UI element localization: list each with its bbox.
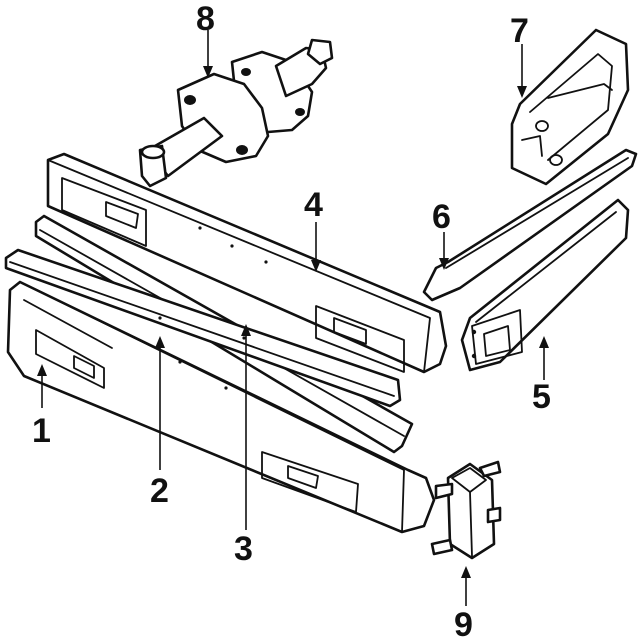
callout-5: 5	[532, 378, 551, 416]
callouts: 1 2 3 4 5 6 7 8 9	[32, 0, 551, 643]
leader-lines	[37, 30, 549, 606]
callout-1: 1	[32, 412, 51, 450]
energy-absorber	[138, 38, 334, 188]
callout-4: 4	[304, 186, 323, 224]
callout-3: 3	[234, 530, 253, 568]
callout-2: 2	[150, 472, 169, 510]
side-molding	[422, 148, 638, 302]
bumper-cover	[6, 280, 436, 534]
reinforcement-bar	[46, 152, 448, 374]
callout-6: 6	[432, 198, 451, 236]
callout-9: 9	[454, 606, 473, 643]
end-cap	[510, 28, 630, 186]
side-marker-bracket	[460, 198, 630, 372]
callout-8: 8	[196, 0, 215, 38]
callout-7: 7	[510, 12, 529, 50]
impact-bar	[4, 248, 402, 408]
mount-isolator	[430, 460, 502, 560]
